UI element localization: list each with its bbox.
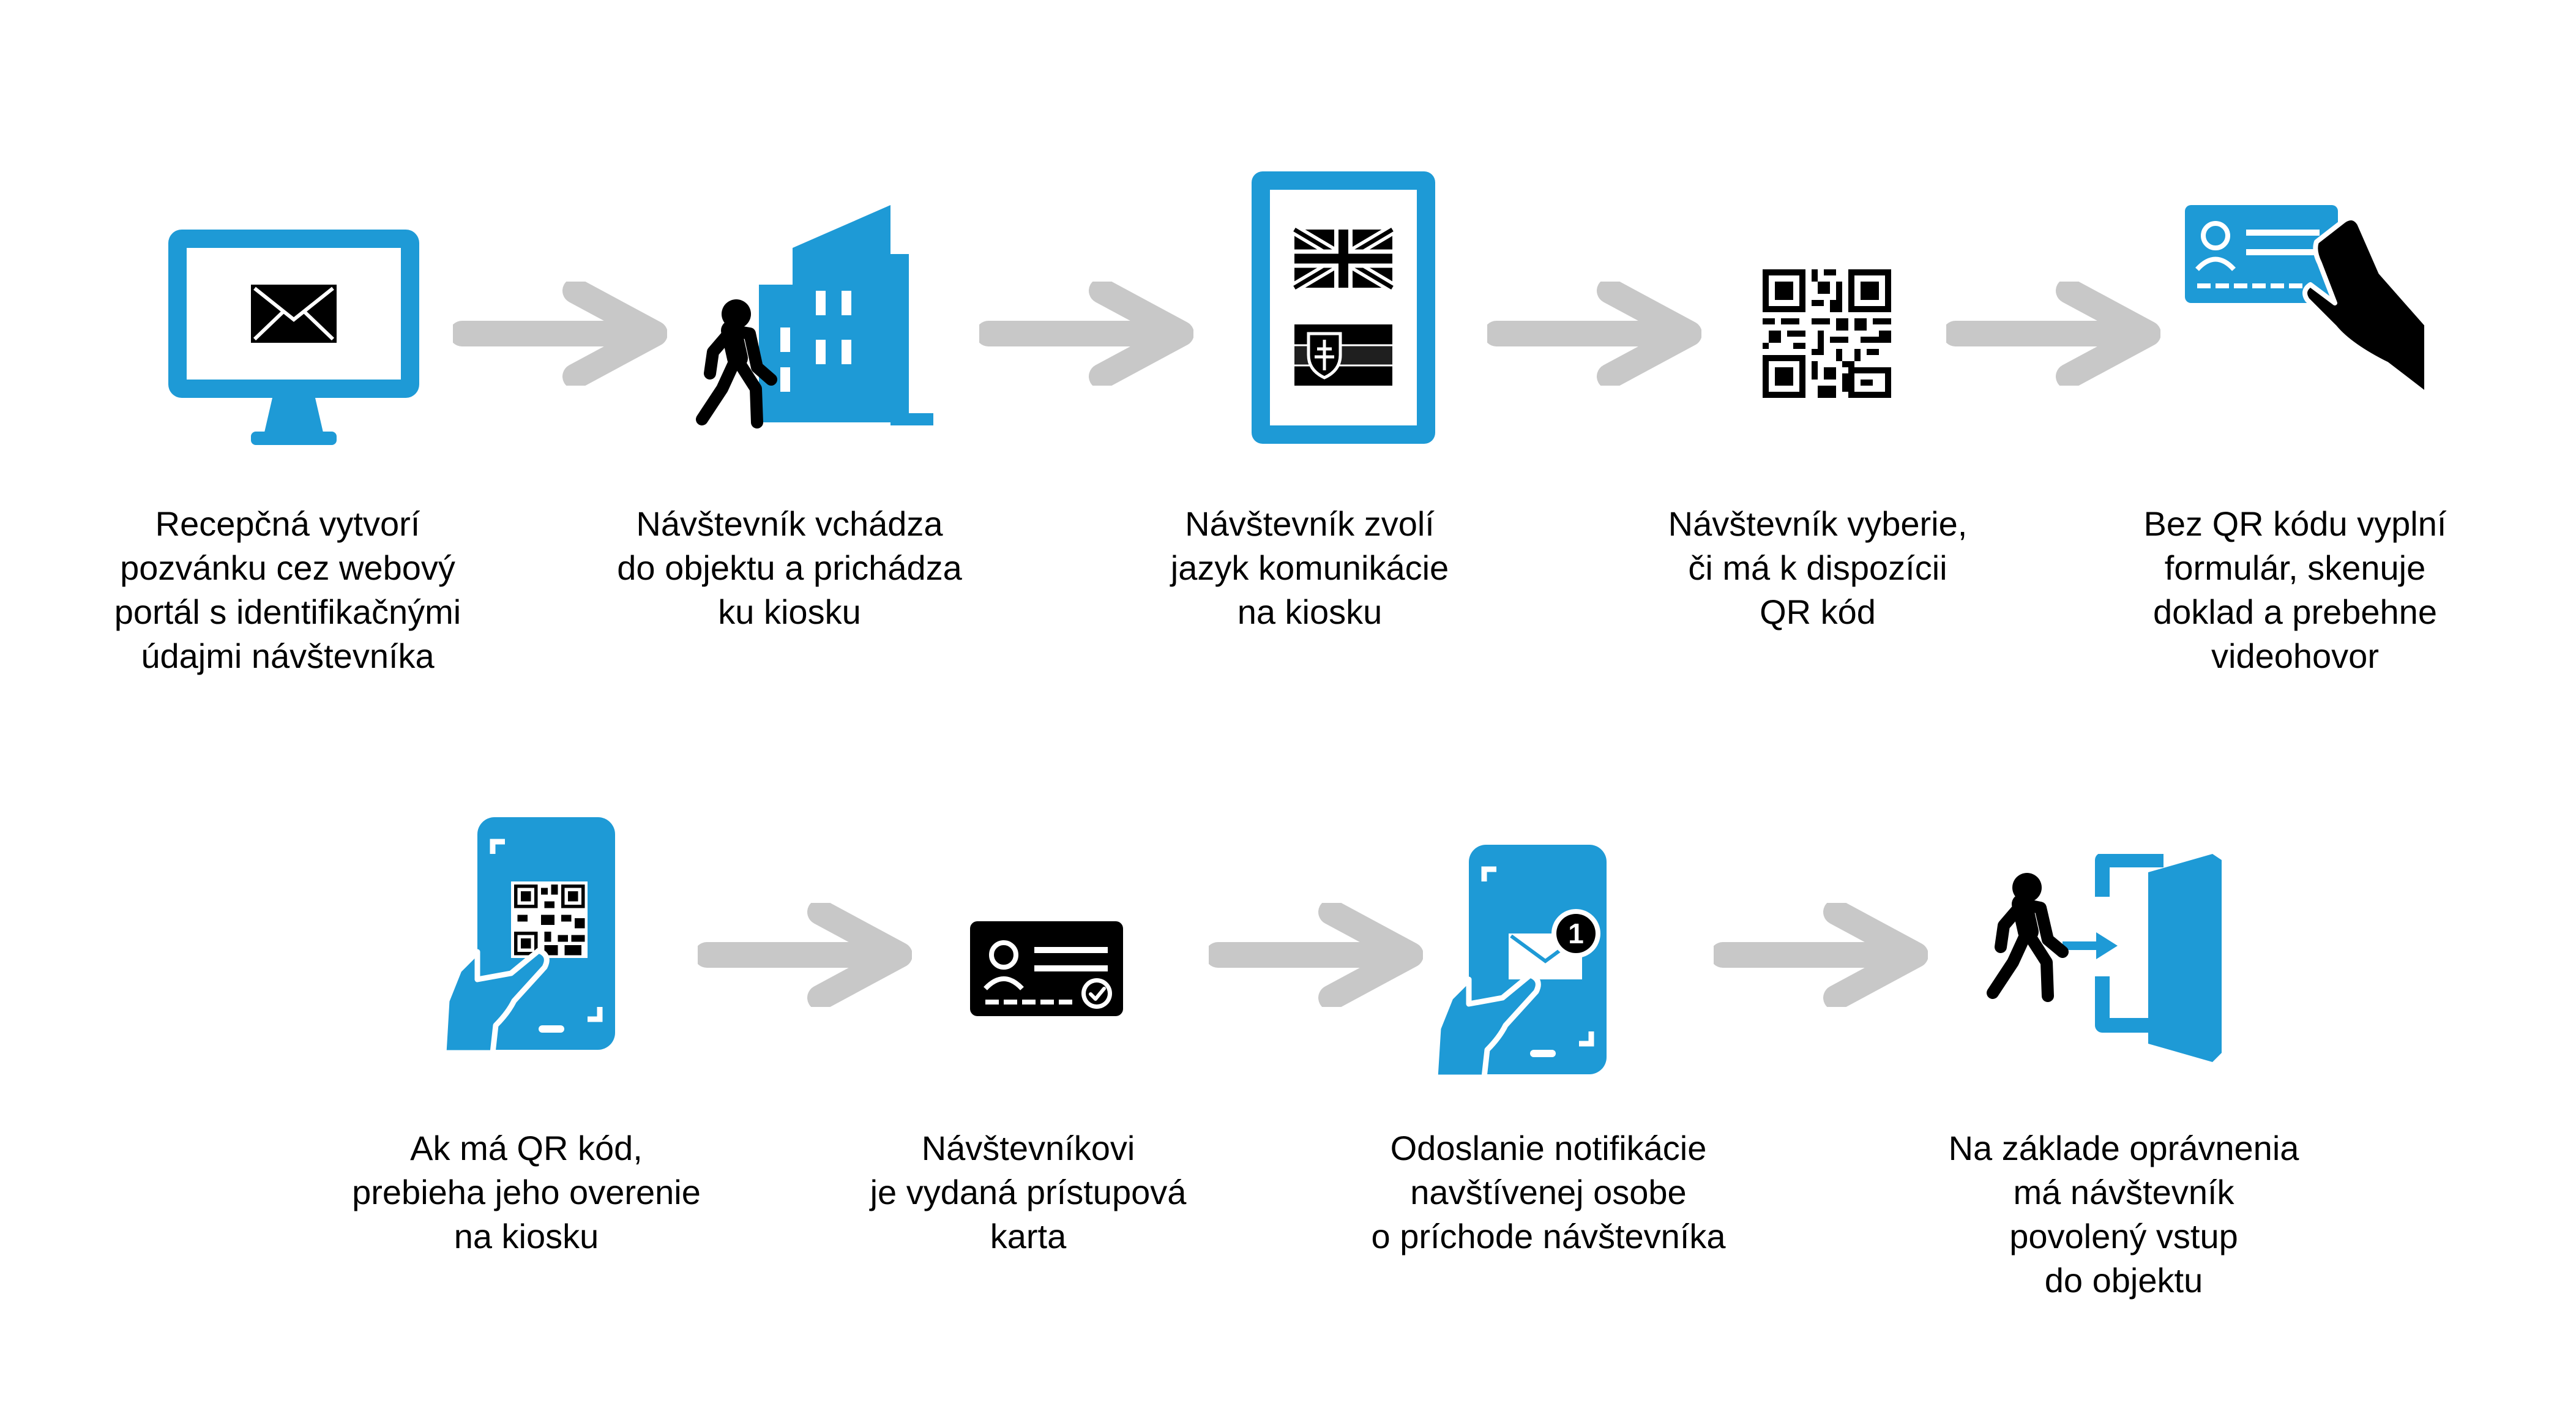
arrow-right-icon — [1946, 282, 2160, 386]
step-label: Odoslanie notifikácie navštívenej osobe … — [1371, 1129, 1726, 1255]
step-label: Bez QR kódu vyplní formulár, skenuje dok… — [2143, 504, 2447, 675]
uk-flag-icon — [1291, 225, 1395, 293]
person-walking-building-icon — [696, 205, 933, 428]
step-label: Návštevníkovi je vydaná prístupová karta — [870, 1129, 1187, 1255]
arrow-right-icon — [979, 282, 1193, 386]
access-card-check-icon — [970, 921, 1123, 1016]
phone-notification-icon: 1 — [1429, 842, 1613, 1077]
notification-badge: 1 — [1568, 918, 1584, 949]
monitor-envelope-icon — [168, 230, 419, 445]
person-entering-door-icon — [1987, 854, 2222, 1062]
arrow-right-icon — [1714, 903, 1928, 1007]
arrow-right-icon — [698, 903, 912, 1007]
sk-flag-icon — [1294, 324, 1392, 386]
step-label: Recepčná vytvorí pozvánku cez webový por… — [114, 504, 461, 675]
phone-qr-hand-icon — [441, 817, 615, 1053]
step-label: Návštevník vchádza do objektu a prichádz… — [617, 504, 962, 631]
arrow-right-icon — [1209, 903, 1423, 1007]
arrow-right-icon — [453, 282, 667, 386]
step-label: Na základe oprávnenia má návštevník povo… — [1948, 1129, 2299, 1300]
hand-id-card-icon — [2185, 205, 2429, 397]
step-label: Návštevník zvolí jazyk komunikácie na ki… — [1170, 504, 1449, 631]
step-label: Ak má QR kód, prebieha jeho overenie na … — [352, 1129, 701, 1255]
step-label: Návštevník vyberie, či má k dispozícii Q… — [1668, 504, 1968, 631]
arrow-right-icon — [1487, 282, 1701, 386]
tablet-language-flags-icon — [1252, 171, 1435, 444]
qr-code-icon — [1763, 269, 1891, 398]
